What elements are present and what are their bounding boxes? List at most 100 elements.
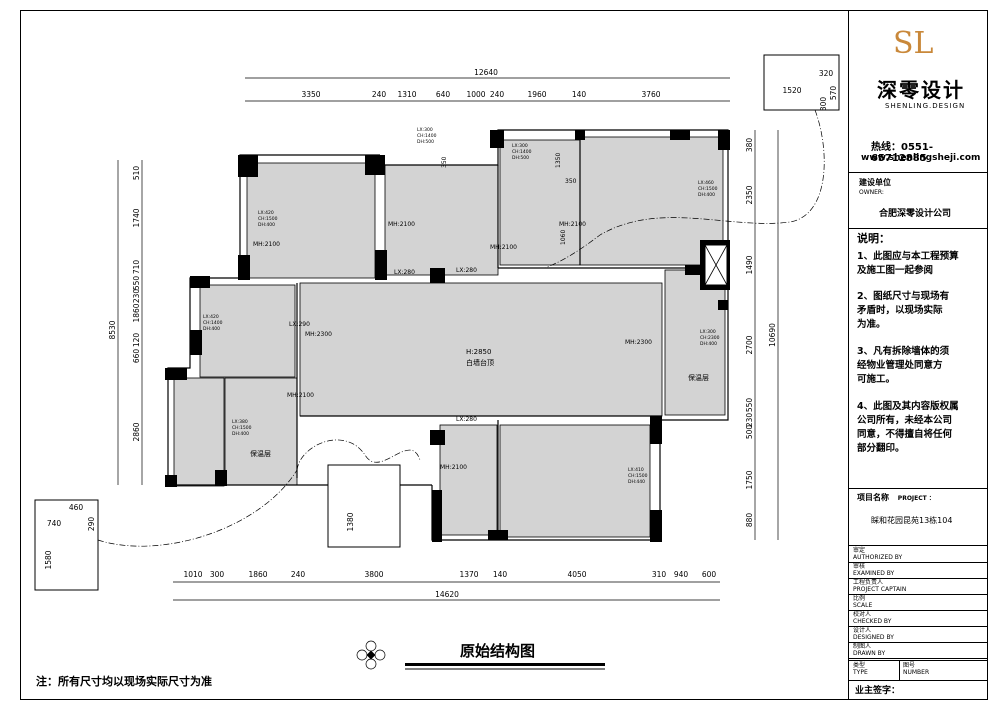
window-spec: LX:300	[512, 143, 528, 149]
bottom-total-dim: 14620	[435, 590, 459, 599]
room-laundry	[224, 377, 298, 486]
detail-box-left	[34, 499, 99, 591]
dimension-label: 4050	[567, 570, 586, 579]
window-spec: DH:500	[512, 155, 529, 161]
insulation-label: 保温层	[688, 373, 709, 382]
window-spec: DH:400	[258, 222, 275, 228]
dimension-label: 1000	[466, 90, 485, 99]
detail-dim: 740	[47, 519, 62, 528]
note-2: 2、图纸尺寸与现场有 矛盾时，以现场实际 为准。	[857, 291, 950, 330]
detail-dim: 1520	[782, 86, 801, 95]
window-spec: CH:1400	[512, 149, 532, 155]
dimension-label: 3800	[364, 570, 383, 579]
dimension-label: 1310	[397, 90, 416, 99]
left-total-dim: 8530	[108, 320, 117, 339]
window-spec: LX:460	[698, 180, 714, 186]
window-spec: DH:500	[417, 139, 434, 145]
window-spec: DH:400	[700, 341, 717, 347]
window-spec: DH:440	[628, 479, 645, 485]
window-spec: DH:400	[203, 326, 220, 332]
website: www.shenlingsheji.com	[861, 153, 981, 163]
dimension-label: 1740	[132, 208, 141, 227]
door-height: MH:2100	[440, 464, 467, 471]
window-spec: CH:1500	[628, 473, 648, 479]
dimension-label: 1750	[745, 470, 754, 489]
note-1: 1、此图应与本工程预算 及施工图一起参阅	[857, 251, 959, 276]
footnote: 注：所有尺寸均以现场实际尺寸为准	[36, 675, 212, 688]
dimension-label: 600	[702, 570, 717, 579]
door-height: MH:2100	[388, 221, 415, 228]
room-bedroom-1	[246, 162, 376, 279]
detail-box-top	[763, 54, 840, 111]
detail-box-bottom	[327, 464, 401, 548]
room-bedroom-2	[499, 424, 651, 538]
lintel-label: LX:280	[456, 267, 477, 274]
window-spec: CH:1400	[417, 133, 437, 139]
dimension-label: 300	[210, 570, 225, 579]
room-corridor	[439, 424, 498, 536]
compass-icon	[356, 640, 386, 670]
window-spec: LX:420	[258, 210, 274, 216]
window-spec: LX:300	[700, 329, 716, 335]
dimension-label: 500	[745, 425, 754, 440]
insulation-label: 保温层	[250, 449, 271, 458]
brand-english: SHENLING.DESIGN	[885, 102, 966, 110]
dimension-label: 1860	[132, 303, 141, 322]
window-spec: DH:400	[232, 431, 249, 437]
lintel-label: LX:290	[289, 321, 310, 328]
dimension-label: 140	[572, 90, 587, 99]
room-bathroom-1	[384, 164, 499, 276]
detail-dim: 460	[69, 503, 84, 512]
dimension-label: 1860	[248, 570, 267, 579]
window-spec: LX:300	[417, 127, 433, 133]
door-height: MH:2100	[490, 244, 517, 251]
title-block: SL 深零设计 SHENLING.DESIGN 热线：0551-65712885…	[848, 10, 988, 700]
dimension-label: 550	[132, 276, 141, 291]
door-height: MH:2100	[287, 392, 314, 399]
client-label: 建设单位	[859, 178, 891, 187]
dimension-label: 660	[132, 349, 141, 364]
right-total-dim: 10690	[768, 323, 777, 347]
drawing-title: 原始结构图	[460, 642, 536, 660]
detail-dim: 320	[819, 69, 834, 78]
dimension-label: 240	[372, 90, 387, 99]
top-total-dim: 12640	[474, 68, 498, 77]
door-height: MH:2100	[559, 221, 586, 228]
dimension-label: 940	[674, 570, 689, 579]
dimension-label: 1010	[183, 570, 202, 579]
window-spec: CH:1500	[258, 216, 278, 222]
dimension-label: 1060	[560, 230, 567, 245]
detail-dim: 1380	[346, 512, 355, 531]
dimension-label: 2350	[745, 185, 754, 204]
window-spec: DH:400	[698, 192, 715, 198]
door-height: MH:2100	[253, 241, 280, 248]
room-balcony-right	[664, 269, 726, 416]
dimension-label: 640	[436, 90, 451, 99]
room-balcony-left	[173, 377, 225, 487]
dimension-label: 710	[132, 260, 141, 275]
window-spec: CH:1500	[232, 425, 252, 431]
note-3: 3、凡有拆除墙体的须 经物业管理处同意方 可施工。	[857, 346, 950, 385]
dimension-label: 3350	[301, 90, 320, 99]
door-height: MH:2300	[625, 339, 652, 346]
lintel-label: LX:280	[456, 416, 477, 423]
window-spec: LX:410	[628, 467, 644, 473]
dimension-label: 350	[565, 178, 577, 185]
ceiling-height: H:2850	[466, 348, 491, 356]
dimension-label: 350	[441, 156, 448, 168]
client-value: 合肥深零设计公司	[879, 209, 952, 219]
dimension-label: 2860	[132, 422, 141, 441]
dimension-label: 310	[652, 570, 667, 579]
detail-dim: 1580	[44, 550, 53, 569]
dimension-label: 3760	[641, 90, 660, 99]
dimension-label: 140	[493, 570, 508, 579]
window-spec: CH:1400	[203, 320, 223, 326]
